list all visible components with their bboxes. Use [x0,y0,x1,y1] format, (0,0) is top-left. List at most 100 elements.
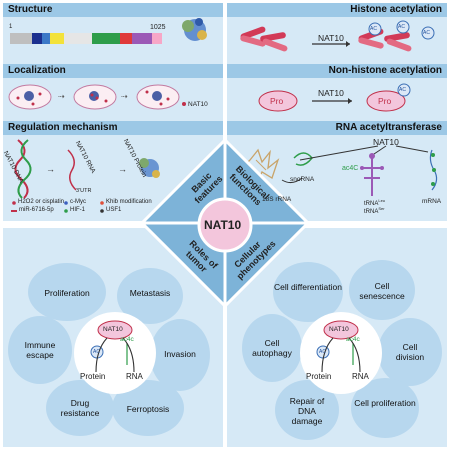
legend-h2o2: H2O2 or cisplatin [18,199,65,205]
localization-header: Localization [3,64,223,78]
tumor-arrow-protein [95,337,108,373]
histone-enzyme-label: NAT10 [318,33,344,43]
ac4c-label: ac4C [342,165,359,172]
petal-cell-senescence: Cell senescence [359,281,405,301]
cellular-arrow-rna [348,337,361,373]
ac-mark-1-label: AC [370,26,377,32]
rna-arrow-trna [373,145,387,155]
legend-hif1: HIF-1 [70,207,85,213]
cellular-rna-label: RNA [352,372,369,381]
cellular-ac-label: AC [319,349,326,355]
tumor-nat10-hub [97,320,133,340]
rna-arrow-snorna [299,145,379,161]
rrna-label: 18S rRNA [262,196,292,203]
pro-substrate-label: Pro [270,96,284,106]
nonhistone-header: Non-histone acetylation [227,64,447,78]
petal-invasion: Invasion [164,349,196,359]
tumor-protein-label: Protein [80,372,106,381]
petal-cell-autophagy: Cell autophagy [252,338,292,358]
rna-strand-icon [67,149,77,191]
cell-icon-2 [73,84,117,110]
cell-icon-1 [8,84,52,110]
cell-icon-3 [136,84,180,110]
tumor-petals [8,263,210,436]
petal-immune-escape: Immune escape [24,340,56,360]
tumor-ac4c-label: ac4c [120,336,134,343]
pro-acetylated-label: Pro [378,96,392,106]
tumor-rna-label: RNA [126,372,143,381]
svg-text:⇢: ⇢ [121,92,128,101]
khib-legend-marker [100,201,104,205]
histone-unmodified-icon [240,26,288,52]
usf1-legend-marker [100,209,104,213]
mir-legend-marker [11,210,17,212]
utr-label: 3'UTR [76,188,92,194]
trna-icon [360,153,384,196]
localization-legend: NAT10 [188,101,208,108]
pro-acetylated-icon [366,90,406,112]
mrna-icon [429,149,438,191]
ac-mark-pro-label: AC [399,87,406,93]
h2o2-legend-marker [12,201,16,205]
cellular-petals [242,260,442,440]
cellular-hub-label: NAT10 [329,326,349,333]
central-hub-label: NAT10 [204,218,242,232]
central-diamond [139,137,311,309]
domain-bar [10,33,162,44]
trna-ser-label: tRNASer [364,206,385,215]
dna-helix-icon [14,139,32,199]
petal-cell-differentiation: Cell differentiation [274,282,342,292]
hif1-legend-marker [64,209,68,213]
protein-cluster-icon [139,158,160,178]
ac-mark-3 [421,26,435,40]
histone-header: Histone acetylation [227,3,447,17]
pro-substrate-icon [258,90,298,112]
ac-mark-1 [368,22,382,36]
structure-start-label: 1 [9,24,13,30]
cellular-nat10-hub [323,320,359,340]
petal-ferroptosis: Ferroptosis [126,404,170,414]
petal-repair-dna-damage: Repair of DNA damage [289,396,325,426]
ac-mark-2 [396,20,410,34]
svg-text:→: → [118,164,127,174]
svg-text:→: → [46,164,55,174]
rna-arrow-mrna [395,145,429,153]
snorna-guide-arrow [281,177,303,184]
petal-cell-proliferation: Cell proliferation [354,398,416,408]
tumor-ac-label: AC [93,349,100,355]
tumor-hub-label: NAT10 [103,326,123,333]
nonhistone-enzyme-label: NAT10 [318,88,344,98]
ac-mark-3-label: AC [423,30,430,36]
legend-cmyc: c-Myc [70,199,86,205]
cellular-hub-circle [300,312,382,394]
regulation-header: Regulation mechanism [3,121,223,135]
protein-structure-icon [182,18,207,41]
legend-mir: miR-6716-5p [19,207,54,213]
snorna-label: snoRNA [290,176,315,183]
legend-khib: Khib modification [106,199,152,205]
svg-text:⇢: ⇢ [58,92,65,101]
histone-acetylated-icon [358,28,412,52]
mrna-label: mRNA [422,198,442,205]
trna-leu-label: tRNALeu [364,198,386,207]
cellular-arrow-protein [321,337,334,373]
petal-proliferation: Proliferation [44,288,90,298]
ac-mark-pro [397,83,411,97]
structure-end-label: 1025 [150,24,166,31]
nat10-legend-dot [182,102,186,106]
cellular-protein-label: Protein [306,372,332,381]
cellular-ac4c-label: ac4c [346,336,360,343]
rna-header: RNA acetyltransferase [227,121,447,135]
ac-mark-2-label: AC [398,24,405,30]
structure-header: Structure [3,3,223,17]
petal-cell-division: Cell division [395,342,425,362]
petal-metastasis: Metastasis [129,288,171,298]
legend-usf1: USF1 [106,207,122,213]
petal-drug-resistance: Drug resistance [60,398,100,418]
central-hub [197,197,253,253]
tumor-hub-circle [74,312,156,394]
rna-enzyme-label: NAT10 [373,137,399,147]
cmyc-legend-marker [64,201,68,205]
